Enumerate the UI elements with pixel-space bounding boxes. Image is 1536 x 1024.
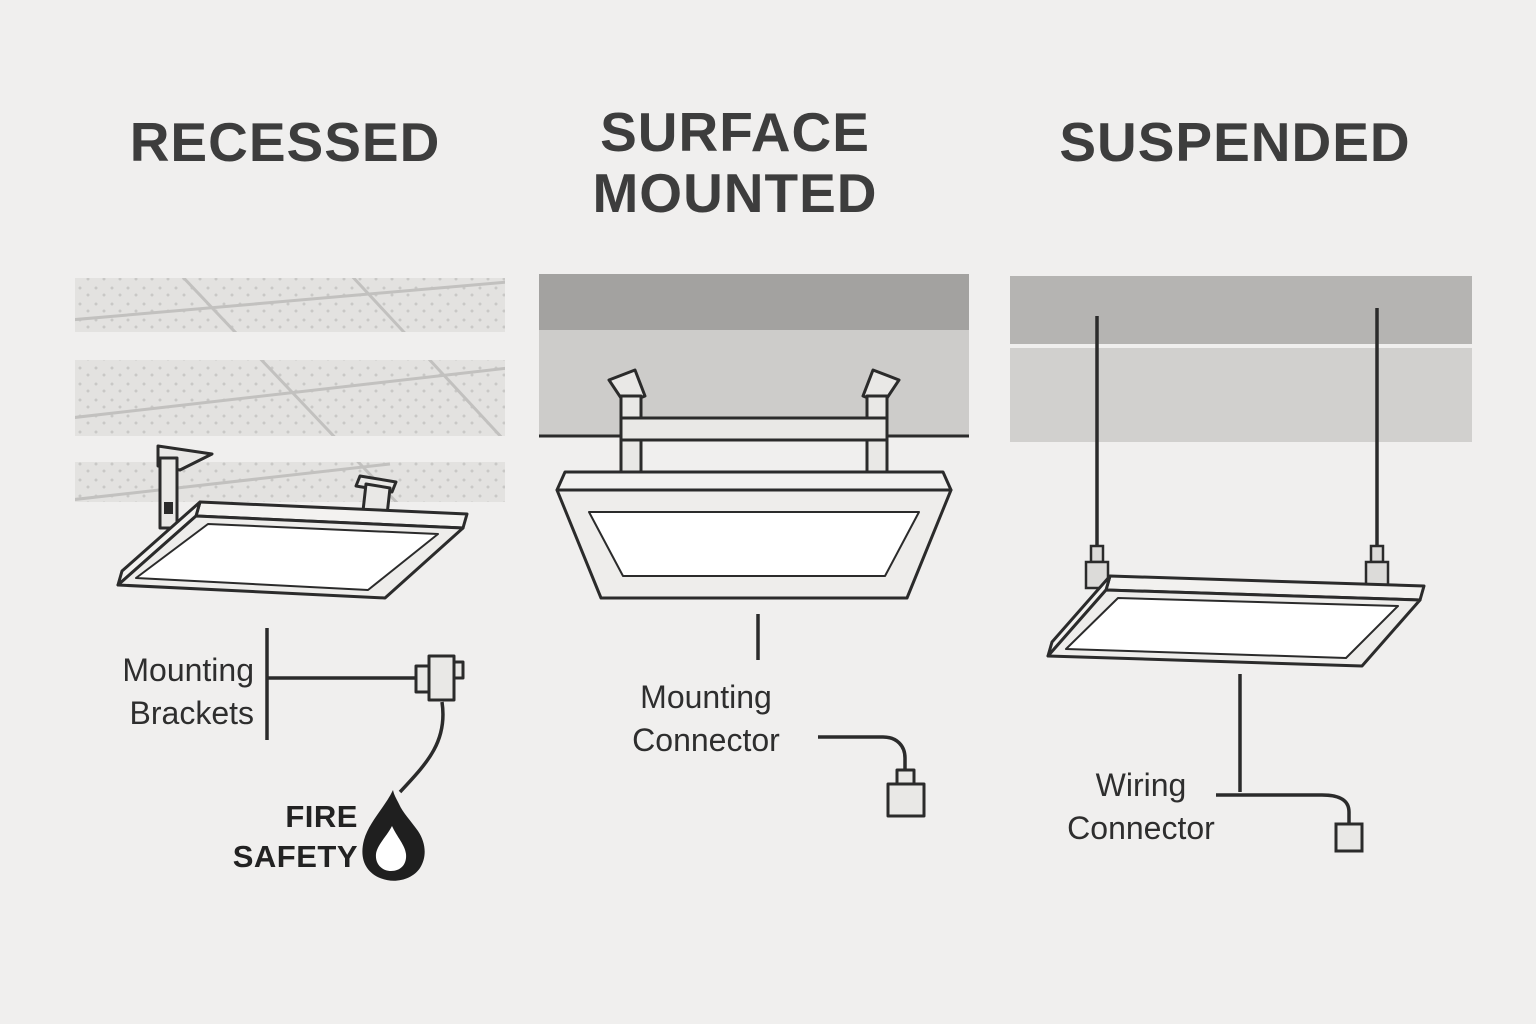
label-mounting-brackets: Mounting Brackets bbox=[58, 649, 254, 735]
label-wiring-connector-line1: Wiring bbox=[1095, 767, 1187, 803]
surface-mounted-illustration bbox=[539, 274, 969, 600]
label-fire-line2: SAFETY bbox=[232, 839, 358, 874]
title-suspended-text: SUSPENDED bbox=[1059, 111, 1411, 173]
connector-wire bbox=[818, 735, 907, 770]
wiring-connector-icon bbox=[1334, 822, 1364, 853]
label-mounting-brackets-line2: Brackets bbox=[129, 695, 254, 731]
power-connector-icon bbox=[414, 654, 465, 702]
label-mounting-brackets-line1: Mounting bbox=[122, 652, 254, 688]
label-mounting-connector-line2: Connector bbox=[632, 722, 780, 758]
label-fire-line1: FIRE bbox=[285, 799, 358, 834]
label-mounting-connector-line1: Mounting bbox=[640, 679, 772, 715]
mounting-bracket-left-icon bbox=[156, 444, 214, 530]
label-fire-safety: FIRE SAFETY bbox=[160, 797, 358, 877]
suspended-callout-graphics bbox=[1216, 674, 1364, 853]
suspended-illustration bbox=[1010, 276, 1472, 668]
suspension-wires bbox=[1095, 308, 1379, 548]
label-wiring-connector: Wiring Connector bbox=[1002, 764, 1280, 850]
label-mounting-connector: Mounting Connector bbox=[556, 676, 856, 762]
ceiling-tiles bbox=[75, 278, 505, 502]
mounting-connector-icon bbox=[886, 768, 926, 818]
recessed-panel bbox=[116, 500, 469, 600]
recessed-illustration bbox=[75, 278, 505, 600]
suspended-panel bbox=[1046, 574, 1426, 668]
title-recessed-text: RECESSED bbox=[129, 111, 441, 173]
flame-icon bbox=[362, 790, 425, 881]
title-surface-mounted: SURFACE MOUNTED bbox=[540, 102, 930, 223]
surface-callout-graphics bbox=[756, 614, 926, 818]
title-suspended: SUSPENDED bbox=[1030, 112, 1440, 173]
title-recessed: RECESSED bbox=[100, 112, 470, 173]
ceiling-solid bbox=[1010, 276, 1472, 442]
wire-gripper-icons bbox=[1084, 544, 1390, 590]
title-surface-line2: MOUNTED bbox=[592, 161, 878, 224]
title-surface-line1: SURFACE bbox=[600, 101, 870, 163]
recessed-callout-graphics bbox=[265, 628, 465, 881]
tile-seam-lines bbox=[75, 278, 505, 502]
surface-mounted-panel bbox=[555, 470, 953, 600]
label-wiring-connector-line2: Connector bbox=[1067, 810, 1215, 846]
connector-wire bbox=[398, 701, 445, 794]
ceiling-solid bbox=[539, 274, 969, 438]
connector-wire bbox=[1216, 793, 1351, 824]
